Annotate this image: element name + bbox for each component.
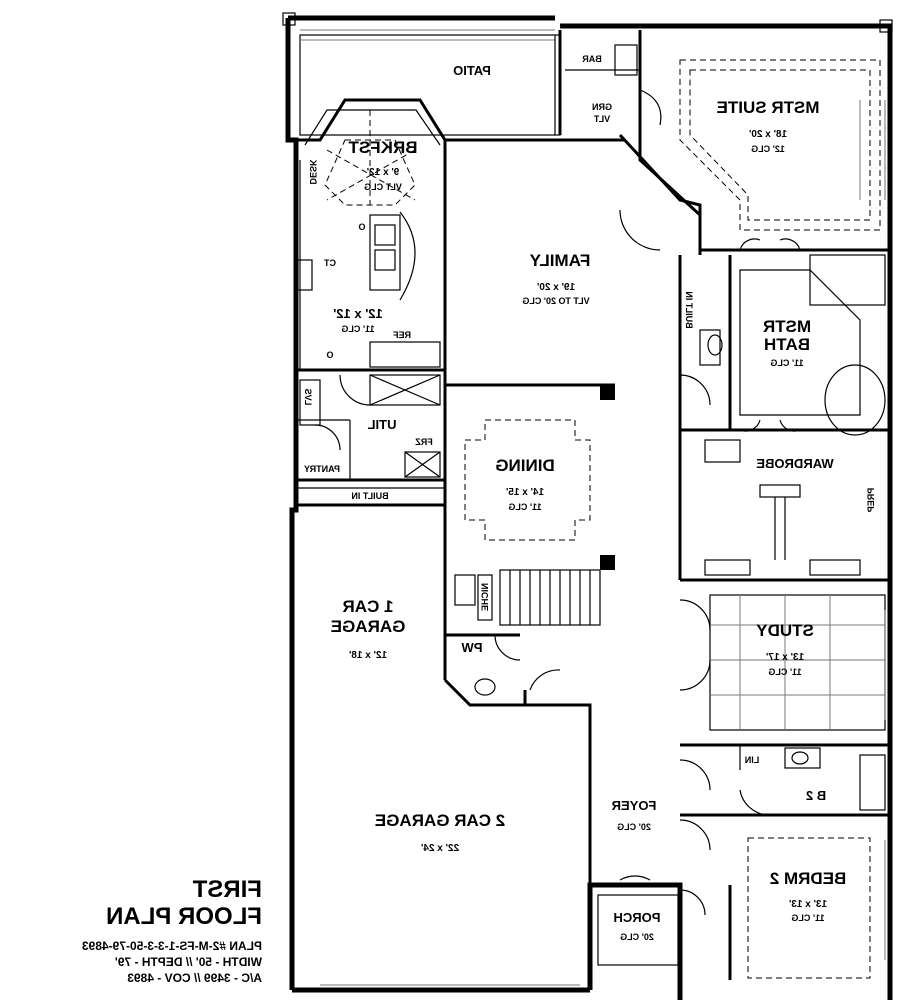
label-builtin-family: BUILT IN [684, 291, 694, 328]
title-block: FIRST FLOOR PLAN PLAN #2-M-FS-1-3-3-50-7… [82, 876, 262, 985]
label-kitchen-size: 12' x 12' [333, 306, 383, 321]
label-frz: FRZ [415, 437, 433, 447]
label-garage1-size: 12' x 18' [349, 650, 387, 661]
label-garage1-2: GARAGE [331, 617, 406, 636]
label-kitchen-ref: REF [392, 330, 411, 340]
title-line2: FLOOR PLAN [106, 903, 262, 930]
label-porch-clg: 20' CLG [620, 932, 654, 942]
label-family-size: 19' x 20' [537, 282, 575, 293]
label-mstr-suite-clg: 12' CLG [751, 144, 785, 154]
title-dims: WIDTH - 50' // DEPTH - 79' [115, 955, 262, 969]
label-dining: DINING [495, 456, 555, 475]
label-brkfst-size: 9' x 12' [367, 167, 400, 178]
label-niche: NICHE [480, 583, 490, 611]
label-mstr-suite: MSTR SUITE [717, 98, 820, 117]
label-dining-size: 14' x 15' [506, 487, 544, 498]
label-pw: PW [461, 640, 483, 655]
label-grn-vlt: VLT [593, 114, 610, 124]
label-garage2: 2 CAR GARAGE [375, 811, 505, 830]
patio-area [299, 34, 561, 136]
label-mstr-suite-size: 18' x 20' [749, 129, 787, 140]
label-family: FAMILY [529, 251, 590, 270]
label-pantry: PANTRY [304, 464, 340, 474]
label-foyer-clg: 20' CLG [617, 822, 651, 832]
interior-walls [296, 29, 890, 986]
breakfast-bay [298, 98, 450, 206]
label-bedrm2-clg: 11' CLG [791, 913, 824, 923]
label-bedrm2: BEDRM 2 [770, 869, 847, 888]
label-study-clg: 11' CLG [768, 667, 801, 677]
label-mstr-bath-1: MSTR [763, 317, 811, 336]
label-porch: PORCH [614, 910, 661, 925]
label-builtin-hall: BUILT IN [351, 491, 388, 501]
label-lin: LIN [745, 755, 760, 765]
label-brkfst: BRKFST [348, 138, 418, 157]
title-line1: FIRST [192, 876, 262, 903]
label-dining-clg: 11' CLG [508, 502, 541, 512]
door-swings [314, 89, 801, 916]
room-labels: PATIO BAR GRN VLT MSTR SUITE 18' x 20' 1… [303, 54, 876, 942]
label-kitchen-clg: 11' CLG [341, 324, 374, 334]
label-patio: PATIO [453, 63, 491, 78]
label-study: STUDY [756, 621, 814, 640]
label-garage1-1: 1 CAR [342, 597, 393, 616]
label-prep: PREP [866, 488, 876, 513]
label-bedrm2-size: 13' x 13' [789, 899, 827, 910]
label-foyer: FOYER [611, 798, 656, 813]
label-desk: DESK [308, 159, 318, 185]
label-b2: B 2 [806, 788, 826, 803]
label-wardrobe: WARDROBE [756, 456, 834, 471]
label-grn: GRN [592, 102, 612, 112]
label-kitchen-ct: CT [324, 258, 336, 268]
title-plan-no: PLAN #2-M-FS-1-3-3-50-79-4893 [82, 939, 262, 953]
label-kitchen-o1: O [358, 222, 365, 232]
label-bar: BAR [582, 54, 602, 64]
label-util: UTIL [368, 417, 397, 432]
exterior-walls [282, 12, 893, 1000]
label-mstr-bath-clg: 11' CLG [770, 358, 803, 368]
label-garage2-size: 22' x 24' [421, 843, 459, 854]
label-study-size: 13' x 17' [766, 652, 804, 663]
label-family-clg: VLT TO 20' CLG [522, 296, 589, 306]
label-brkfst-clg: VLT CLG [364, 182, 402, 192]
label-kitchen-o2: O [326, 350, 333, 360]
label-mstr-bath-2: BATH [764, 335, 810, 354]
title-area: A/C - 3499 // COV - 4893 [127, 971, 262, 985]
label-lvs: LVS [303, 389, 313, 406]
